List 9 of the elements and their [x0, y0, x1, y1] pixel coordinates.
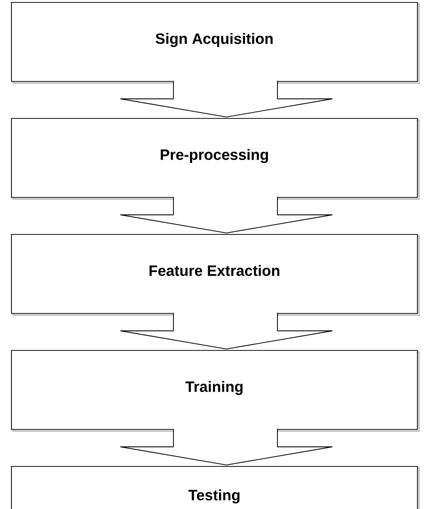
- process-box: Training: [11, 350, 420, 432]
- arrow: [120, 80, 333, 118]
- process-box: Feature Extraction: [11, 234, 420, 316]
- arrow: [120, 428, 333, 466]
- process-box: Sign Acquisition: [11, 2, 420, 84]
- process-box: Testing: [11, 466, 420, 509]
- arrow: [120, 312, 333, 350]
- process-box: Pre-processing: [11, 118, 420, 200]
- arrow: [120, 196, 333, 234]
